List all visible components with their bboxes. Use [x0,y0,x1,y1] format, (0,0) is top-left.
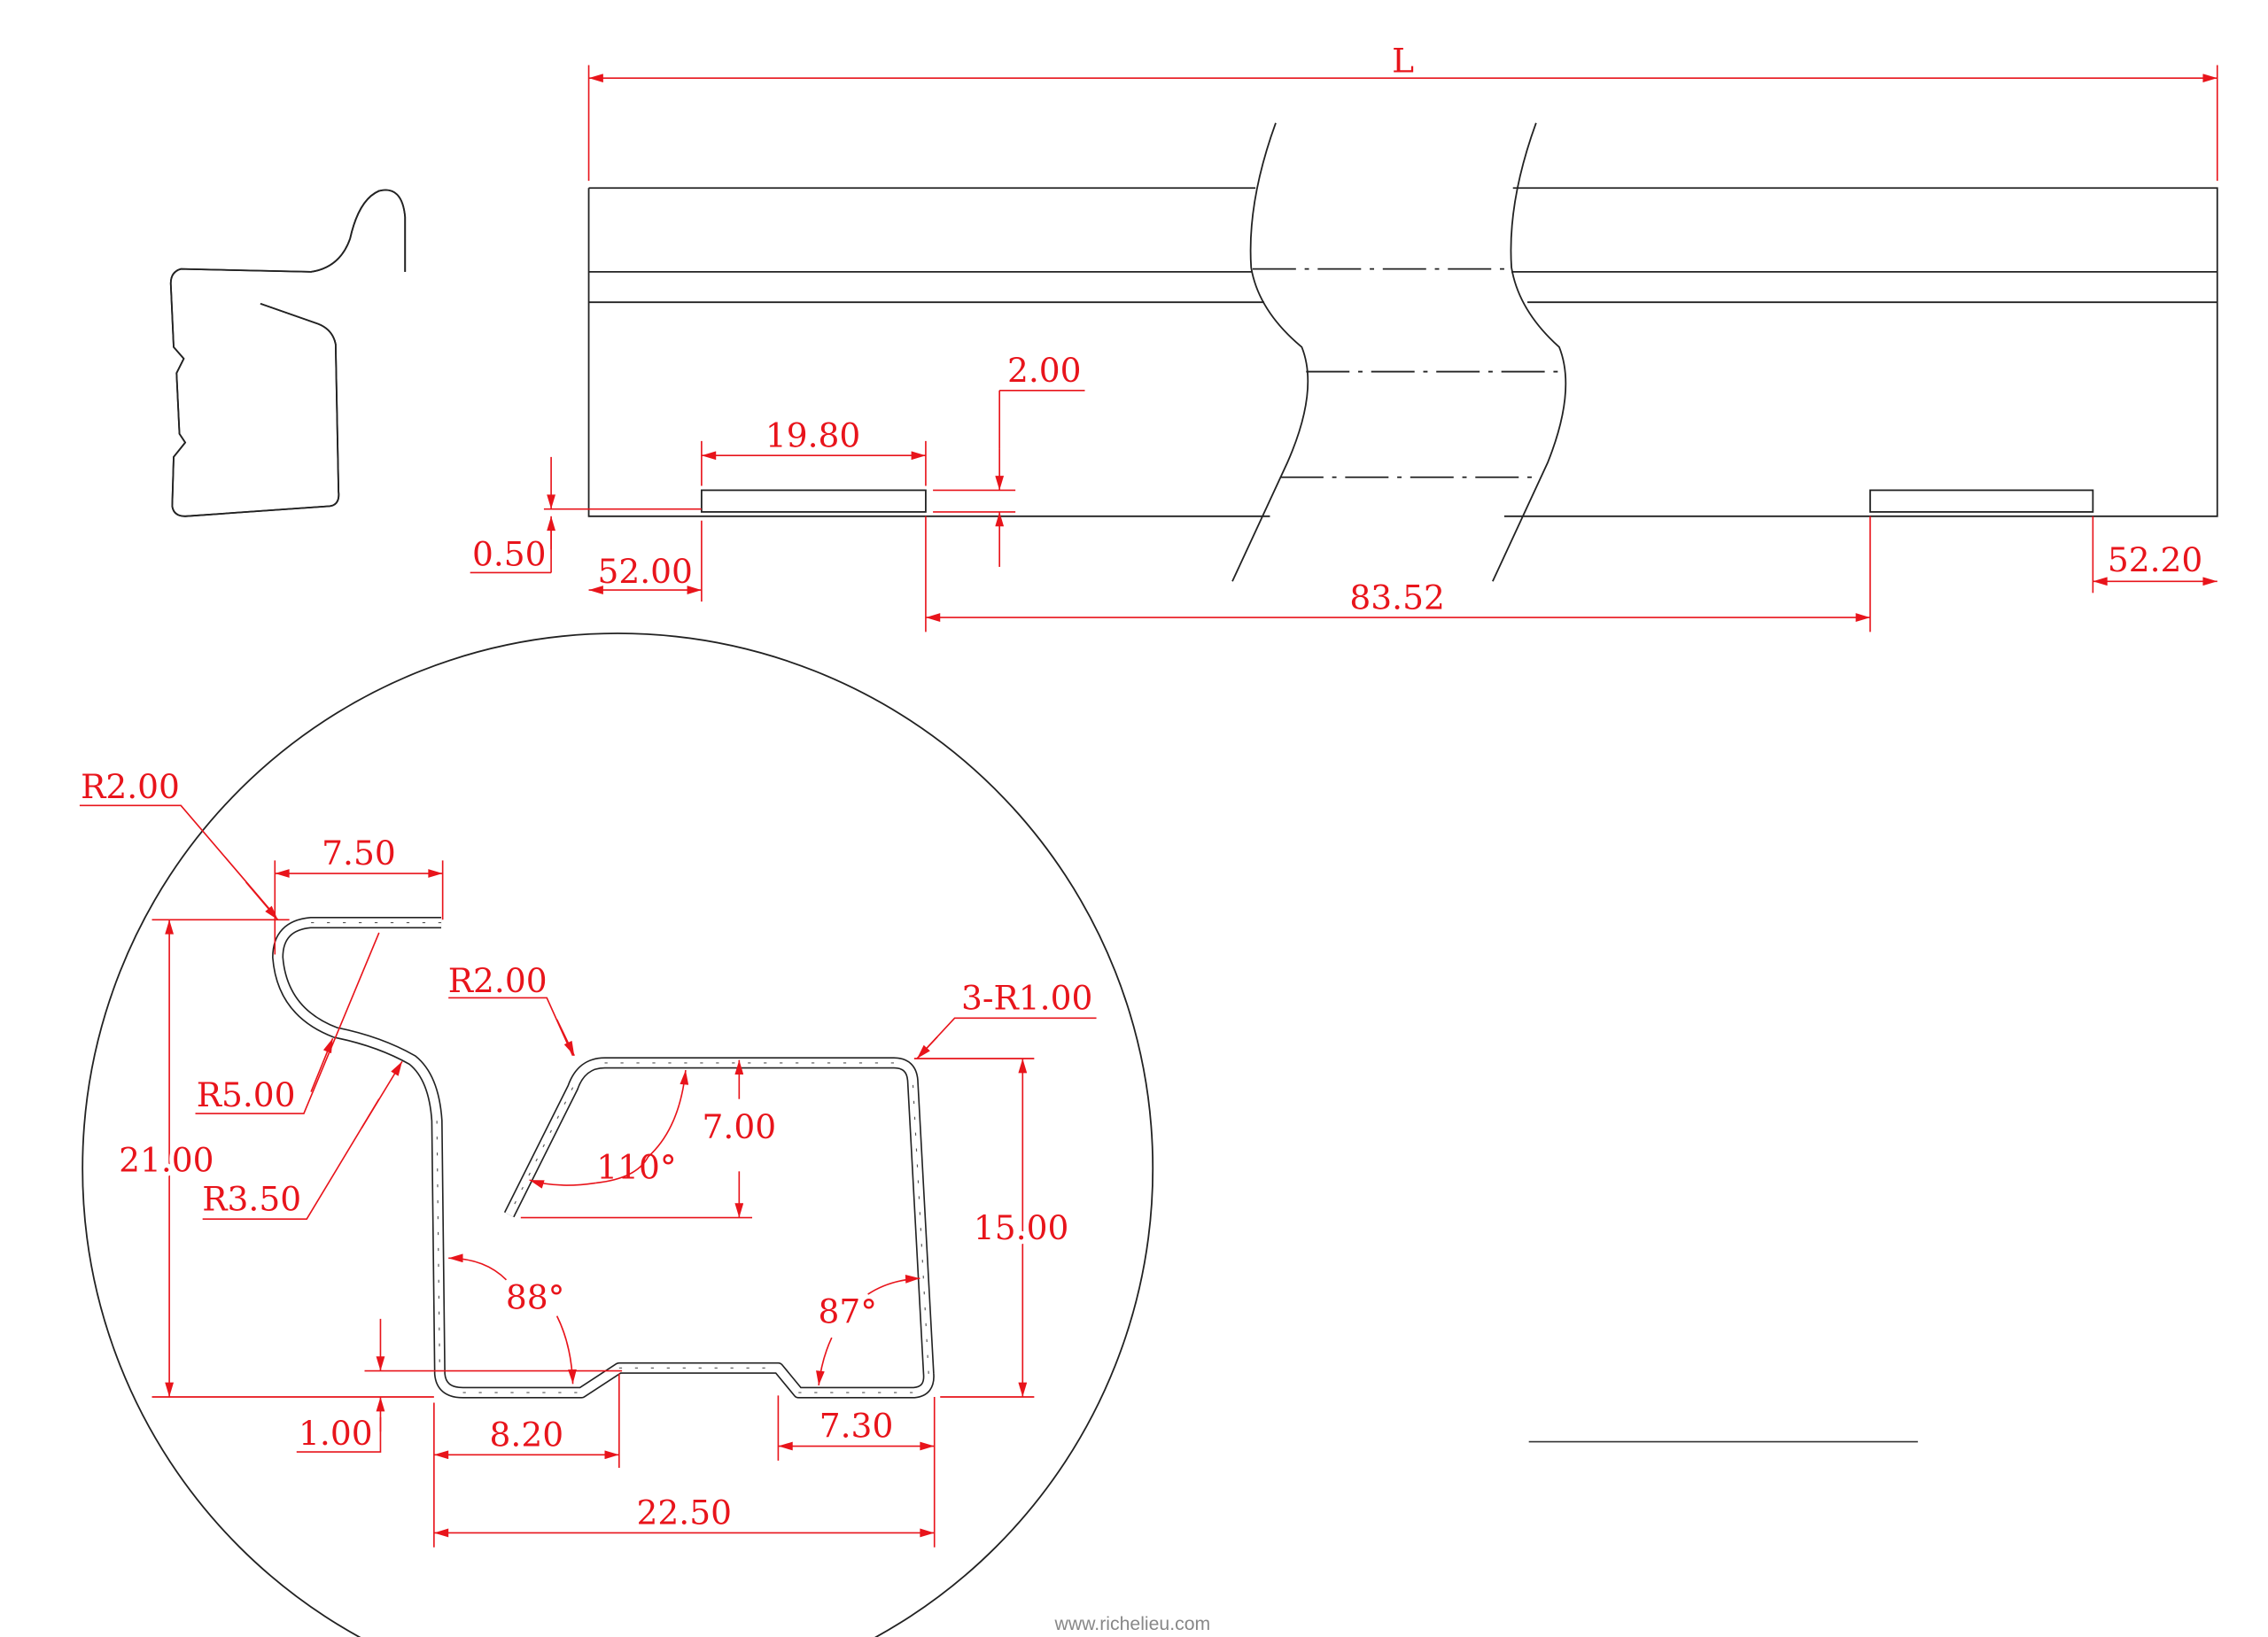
left-margin-label: 52.00 [597,552,692,591]
top-view [587,122,2218,582]
right-margin-label: 52.20 [2108,540,2202,579]
left-base-label: 8.20 [490,1416,564,1455]
detail-profile [272,917,935,1399]
s-curve-radius-label: R5.00 [197,1075,296,1114]
right-angle-label: 87° [818,1292,877,1331]
slot-left [700,489,927,513]
lip-angle-label: 110° [596,1147,676,1186]
corner-radii-label: 3-R1.00 [961,978,1092,1017]
slot-width-label: 19.80 [765,415,860,454]
length-label: L [1392,42,1414,81]
flange-width-label: 7.50 [322,834,396,873]
top-view-dimensions: L 19.80 2.00 0.50 52.00 83.52 52.20 [470,42,2218,632]
left-angle-label: 88° [506,1277,565,1316]
break-line-right [1492,122,1567,582]
right-height-label: 15.00 [974,1208,1068,1247]
groove-depth-label: 1.00 [299,1414,373,1453]
small-profile [169,189,407,517]
break-line-left [1231,122,1309,582]
detail-circle [82,632,1153,1637]
slot-right [1869,489,2094,513]
watermark: www.richelieu.com [1054,1614,1211,1634]
right-base-label: 7.30 [819,1407,894,1446]
total-width-label: 22.50 [637,1493,732,1532]
edge-offset-label: 0.50 [472,534,547,573]
lip-radius-label: R2.00 [448,961,548,1000]
slot-spacing-label: 83.52 [1349,578,1444,617]
detail-dimensions: R2.00 7.50 R5.00 R3.50 21.00 R2.00 3-R1.… [79,767,1097,1548]
slot-depth-label: 2.00 [1007,351,1082,390]
lip-depth-label: 7.00 [703,1107,777,1146]
total-height-label: 21.00 [119,1140,214,1179]
top-bend-radius-label: R2.00 [81,767,180,806]
inner-curve-radius-label: R3.50 [202,1179,301,1218]
